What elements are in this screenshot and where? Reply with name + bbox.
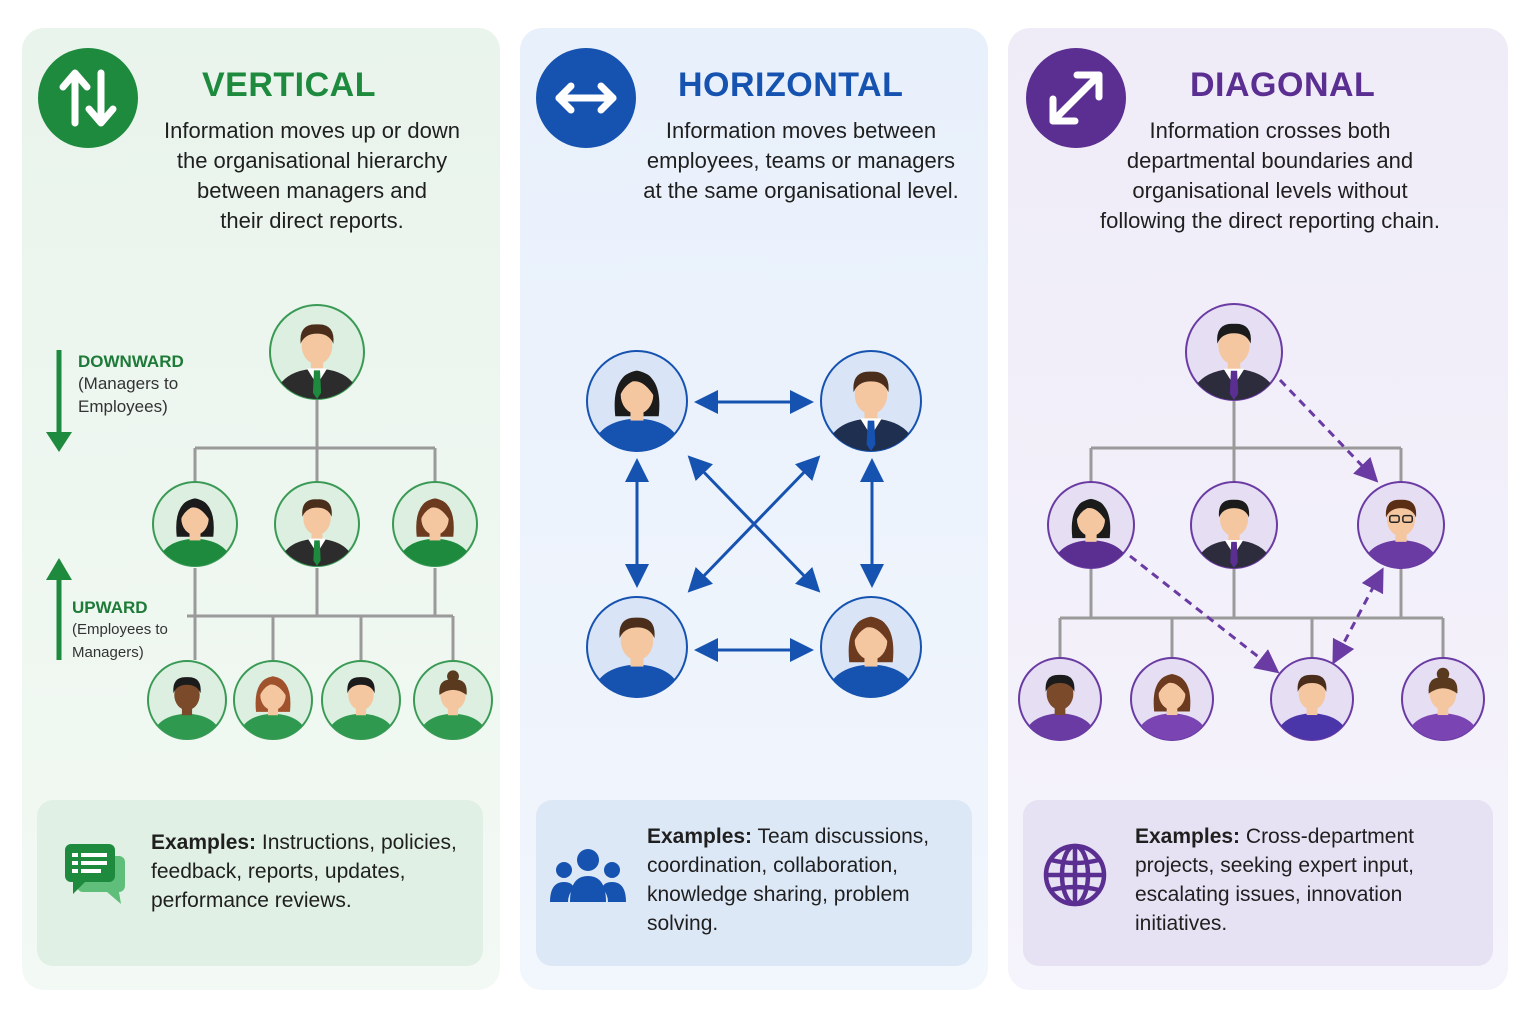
diagonal-description: Information crosses both departmental bo… <box>1100 118 1440 233</box>
employee-avatar <box>392 481 478 567</box>
vertical-title: VERTICAL <box>202 66 376 104</box>
horizontal-network <box>586 350 922 698</box>
diagonal-examples-box: Examples: Cross-department projects, see… <box>1023 800 1493 966</box>
employee-avatar <box>1190 481 1278 569</box>
horizontal-examples-text: Examples: Team discussions, coordination… <box>647 825 930 935</box>
up-down-arrows-icon <box>59 69 117 127</box>
diagonal-badge <box>1026 48 1126 148</box>
employee-avatar <box>233 660 313 740</box>
diagonal-panel: DIAGONAL Information crosses both depart… <box>1008 28 1508 990</box>
horizontal-description: Information moves between employees, tea… <box>643 118 959 203</box>
employee-avatar <box>274 481 360 567</box>
employee-avatar <box>152 481 238 567</box>
employee-avatar <box>1357 481 1445 569</box>
diagonal-org-chart <box>1018 303 1485 741</box>
diagonal-examples-text: Examples: Cross-department projects, see… <box>1135 825 1414 935</box>
downward-label: DOWNWARD (Managers to Employees) <box>78 352 184 416</box>
vertical-panel: VERTICAL Information moves up or down th… <box>22 28 500 990</box>
vertical-examples-box: Examples: Instructions, policies, feedba… <box>37 800 483 966</box>
chat-bubbles-icon <box>65 844 125 904</box>
manager-avatar <box>269 304 365 400</box>
employee-avatar <box>147 660 227 740</box>
left-right-arrow-icon <box>555 82 617 114</box>
employee-avatar <box>1018 657 1102 741</box>
employee-avatar <box>1130 657 1214 741</box>
vertical-badge <box>38 48 138 148</box>
employee-avatar <box>1270 657 1354 741</box>
employee-avatar <box>1401 657 1485 741</box>
vertical-side-arrows <box>46 350 72 660</box>
team-icon <box>550 849 626 902</box>
upward-arrow-icon <box>46 558 72 580</box>
colleague-avatar <box>586 350 688 452</box>
horizontal-title: HORIZONTAL <box>678 66 904 104</box>
colleague-avatar <box>820 350 922 452</box>
horizontal-panel: HORIZONTAL Information moves between emp… <box>520 28 988 990</box>
employee-avatar <box>1047 481 1135 569</box>
globe-icon <box>1043 843 1107 907</box>
vertical-examples-text: Examples: Instructions, policies, feedba… <box>151 831 457 912</box>
vertical-description: Information moves up or down the organis… <box>164 118 460 233</box>
horizontal-examples-box: Examples: Team discussions, coordination… <box>536 800 972 966</box>
downward-arrow-icon <box>46 432 72 452</box>
upward-label: UPWARD (Employees to Managers) <box>72 598 168 661</box>
diagonal-arrows-icon <box>1049 71 1103 125</box>
diagonal-title: DIAGONAL <box>1190 66 1376 104</box>
colleague-avatar <box>586 596 688 698</box>
vertical-org-chart <box>147 304 493 740</box>
colleague-avatar <box>820 596 922 698</box>
employee-avatar <box>321 660 401 740</box>
manager-avatar <box>1185 303 1283 401</box>
employee-avatar <box>413 660 493 740</box>
horizontal-badge <box>536 48 636 148</box>
